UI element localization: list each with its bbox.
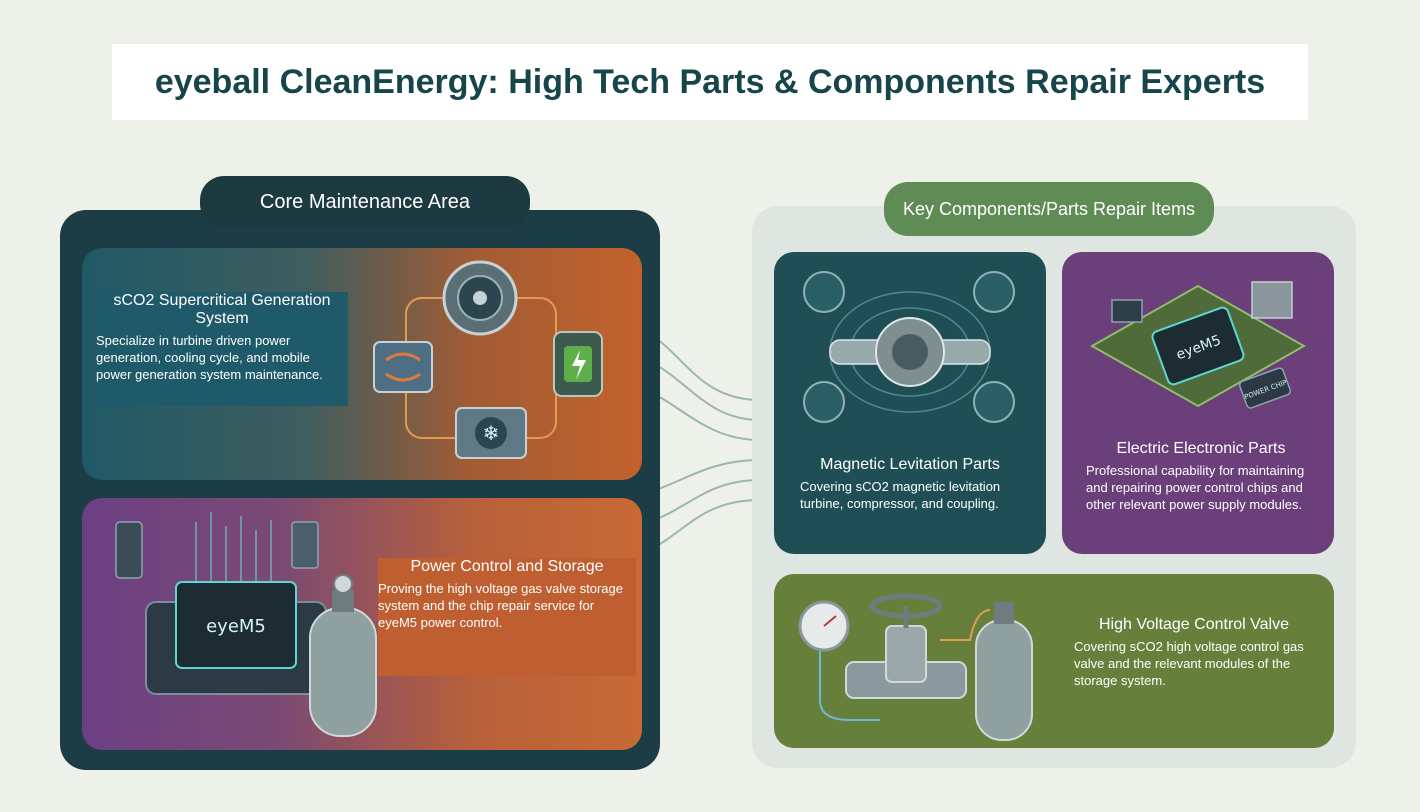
power-title: Power Control and Storage <box>410 558 604 575</box>
gas-cylinder-icon <box>975 602 1033 741</box>
power-chip-icon <box>1238 367 1292 409</box>
valve-text: Covering sCO2 high voltage control gas v… <box>1074 639 1304 688</box>
coupling-icon <box>973 381 1015 423</box>
chip-icon: eyeM5 <box>145 581 327 695</box>
maglev-textblock: Magnetic Levitation Parts Covering sCO2 … <box>800 456 1020 512</box>
electric-text: Professional capability for maintaining … <box>1086 463 1305 512</box>
pressure-gauge-icon <box>798 600 850 652</box>
module-icon <box>1111 299 1143 323</box>
magnetic-levitation-illustration <box>803 271 1015 423</box>
power-chip-label: eyeM5 <box>206 616 266 637</box>
power-textbox: Power Control and Storage Proving the hi… <box>378 558 636 676</box>
sco2-textbox: sCO2 Supercritical Generation System Spe… <box>96 292 348 406</box>
sco2-title: sCO2 Supercritical Generation System <box>113 292 331 327</box>
core-maintenance-header: Core Maintenance Area <box>200 176 530 228</box>
page-title: eyeball CleanEnergy: High Tech Parts & C… <box>112 44 1308 120</box>
svg-text:❄: ❄ <box>483 421 500 445</box>
turbine-icon <box>442 260 518 336</box>
sco2-text: Specialize in turbine driven power gener… <box>96 333 323 382</box>
electric-textblock: Electric Electronic Parts Professional c… <box>1086 440 1316 513</box>
electric-title: Electric Electronic Parts <box>1116 440 1286 457</box>
sco2-system-illustration: ❄ <box>373 260 603 459</box>
maglev-text: Covering sCO2 magnetic levitation turbin… <box>800 479 1001 511</box>
server-icon <box>291 521 319 569</box>
valve-illustration <box>798 593 1033 741</box>
electronic-board-illustration: eyeM5 POWER CHIP <box>1089 281 1307 409</box>
battery-icon <box>553 331 603 397</box>
valve-title: High Voltage Control Valve <box>1098 616 1290 633</box>
cooling-fan-icon: ❄ <box>455 407 527 459</box>
heat-exchanger-icon <box>373 341 433 393</box>
shaft-icon <box>829 317 991 387</box>
gas-cylinder-icon <box>309 574 377 737</box>
device-icon <box>115 521 143 579</box>
turbine-small-icon <box>803 271 845 313</box>
heatsink-icon <box>1251 281 1293 319</box>
power-text: Proving the high voltage gas valve stora… <box>378 581 623 630</box>
valve-icon <box>845 593 967 699</box>
valve-textblock: High Voltage Control Valve Covering sCO2… <box>1074 616 1314 689</box>
power-control-illustration: eyeM5 <box>115 512 377 737</box>
compressor-icon <box>973 271 1015 313</box>
maglev-title: Magnetic Levitation Parts <box>820 456 1000 473</box>
chip-icon: eyeM5 <box>1151 306 1245 386</box>
key-components-header: Key Components/Parts Repair Items <box>884 182 1214 236</box>
bearing-icon <box>803 381 845 423</box>
